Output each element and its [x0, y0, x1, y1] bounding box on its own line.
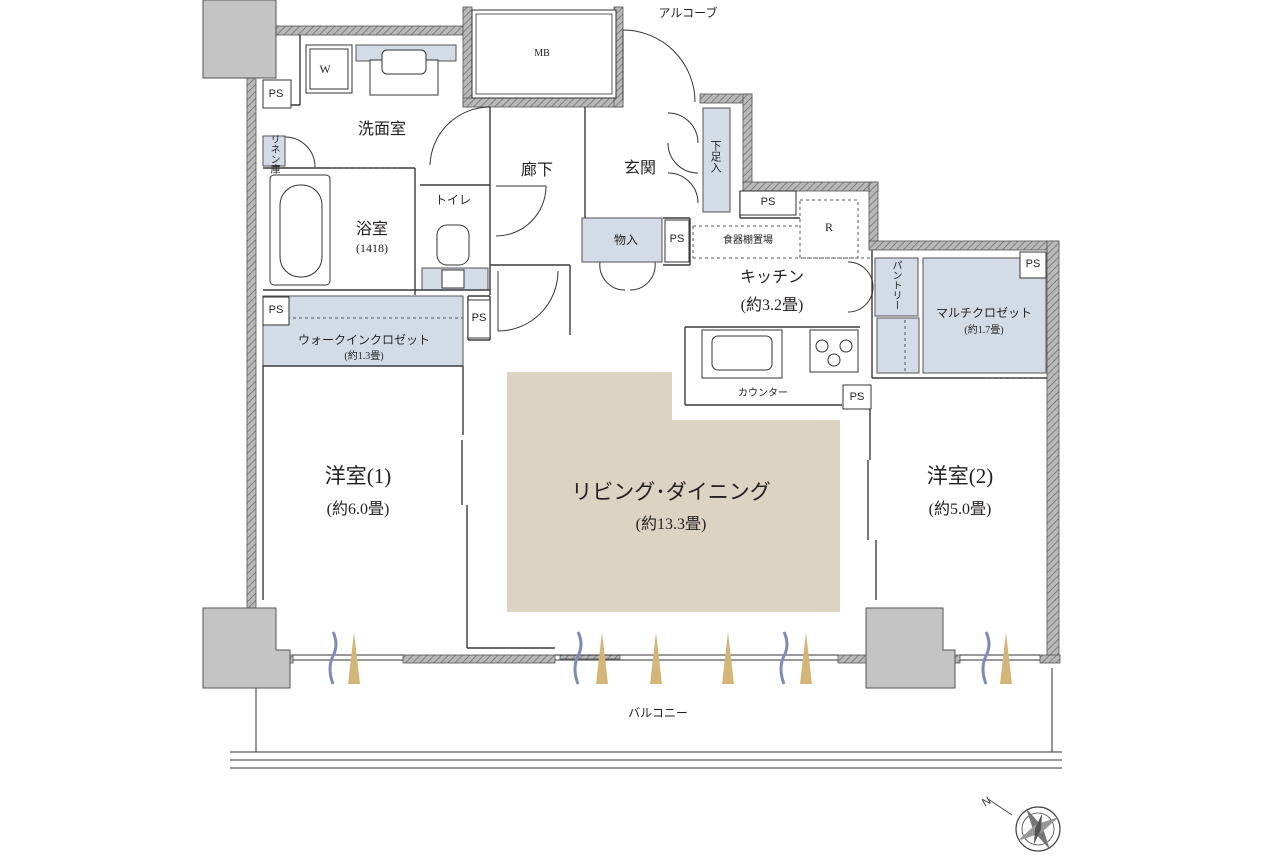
ps-label-5: PS: [268, 304, 284, 316]
entrance-label: 玄関: [623, 160, 657, 177]
mb-box: [471, 9, 617, 99]
dish-shelf-label: 食器棚置場: [723, 235, 773, 246]
ps-label-4: PS: [1025, 258, 1041, 270]
walls: [246, 6, 1061, 664]
ps-label-1: PS: [268, 88, 284, 100]
ps-label-3: PS: [760, 196, 776, 208]
washer: [305, 44, 353, 94]
pantry-fill: [874, 257, 919, 317]
bath-size-label: (1418): [356, 241, 388, 255]
ps-label-7: PS: [849, 391, 865, 403]
western-room-2-label: 洋室(2): [926, 464, 994, 488]
kitchen-label: キッチン: [739, 269, 805, 286]
ps-label-2: PS: [669, 233, 685, 245]
toilet-fixture: [436, 224, 470, 266]
balcony-label: バルコニー: [628, 706, 688, 720]
wash-room-label: 洗面室: [357, 121, 407, 138]
balcony-lines: [230, 668, 1062, 769]
columns: [202, 0, 956, 689]
western-room-1-area: (約6.0畳): [326, 501, 390, 518]
ps-label-6: PS: [471, 312, 487, 324]
doors: [284, 29, 874, 332]
kitchen-area: (約3.2畳): [740, 297, 804, 314]
shoe-cabinet: [702, 107, 731, 213]
multi-closet-area: (約1.7畳): [964, 325, 1004, 336]
dashed-lines: [263, 167, 1045, 379]
western-room-1-label: 洋室(1): [324, 464, 392, 488]
fixtures: [269, 44, 859, 379]
linen-label: リネン庫: [268, 134, 279, 174]
multi-closet-label: マルチクロゼット: [935, 306, 1033, 320]
counter-label: カウンター: [738, 388, 788, 399]
column-bottom-left: [202, 607, 291, 689]
shoe-cabinet-label: 下足入: [709, 140, 721, 173]
column-bottom-right: [865, 607, 956, 689]
w-label: W: [319, 62, 331, 76]
compass-icon: [987, 798, 1061, 852]
living-dining-area: (約13.3畳): [635, 516, 707, 533]
living-floor: [507, 372, 840, 612]
walkin-closet-fill: [262, 295, 464, 367]
fridge-label: R: [824, 220, 834, 234]
linen-storage: [262, 135, 286, 167]
ventilation-indicators: [328, 631, 1012, 685]
western-room-2-area: (約5.0畳): [928, 501, 992, 518]
corridor-label: 廊下: [520, 162, 554, 179]
multi-closet-side: [876, 317, 920, 374]
column-top-left: [202, 0, 277, 79]
ps-boxes: [262, 79, 1047, 410]
bath-label: 浴室: [355, 221, 389, 238]
toilet-label: トイレ: [434, 193, 472, 207]
storage-closet: [581, 217, 663, 263]
pantry-label: パントリー: [890, 260, 901, 310]
storage-label: 物入: [613, 233, 639, 247]
walkin-closet-label: ウォークインクロゼット: [297, 333, 431, 347]
mb-label: MB: [534, 48, 550, 59]
walkin-closet-area: (約1.3畳): [344, 351, 384, 362]
alcove-label: アルコーブ: [658, 6, 718, 20]
living-dining-label: リビング･ダイニング: [571, 480, 771, 504]
partitions: [262, 35, 1047, 649]
